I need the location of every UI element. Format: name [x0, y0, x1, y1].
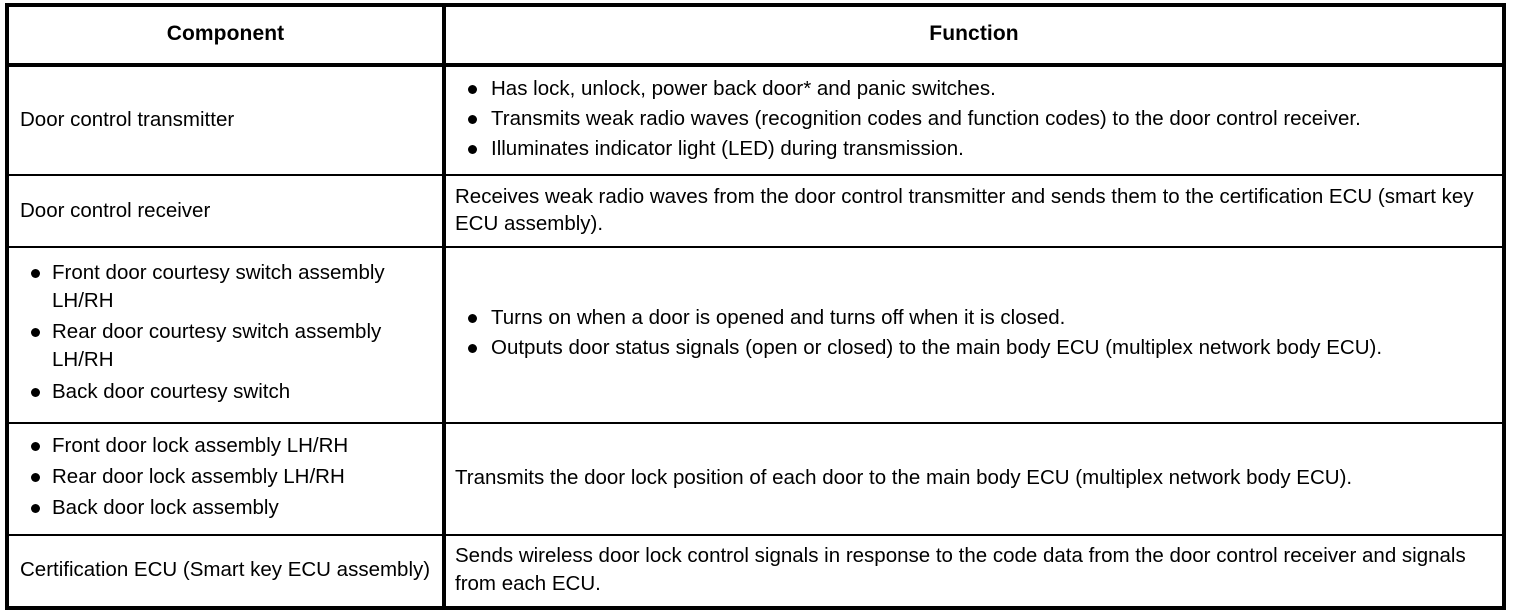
list-item: Back door lock assembly — [20, 494, 436, 522]
list-item-text: Front door lock assembly LH/RH — [52, 433, 349, 457]
table-row: Front door courtesy switch assembly LH/R… — [7, 246, 1504, 423]
cell-function: Sends wireless door lock control signals… — [444, 533, 1504, 608]
table-row: Certification ECU (Smart key ECU assembl… — [7, 533, 1504, 608]
function-bullet-list: Has lock, unlock, power back door* and p… — [455, 75, 1488, 163]
list-item-text: Rear door lock assembly LH/RH — [52, 464, 345, 488]
component-function-table: Component Function Door control transmit… — [5, 3, 1506, 610]
list-item: Transmits weak radio waves (recognition … — [455, 105, 1488, 133]
table-row: Door control receiver Receives weak radi… — [7, 173, 1504, 248]
list-item: Rear door courtesy switch assembly LH/RH — [20, 318, 436, 374]
list-item: Rear door lock assembly LH/RH — [20, 463, 436, 491]
list-item: Illuminates indicator light (LED) during… — [455, 135, 1488, 163]
cell-function: Receives weak radio waves from the door … — [444, 173, 1504, 248]
function-text: Sends wireless door lock control signals… — [455, 544, 1466, 596]
function-text: Transmits the door lock position of each… — [455, 466, 1353, 490]
table-row: Door control transmitter Has lock, unloc… — [7, 65, 1504, 175]
cell-component: Door control receiver — [7, 173, 446, 248]
list-item-text: Outputs door status signals (open or clo… — [491, 336, 1383, 360]
table-body: Door control transmitter Has lock, unloc… — [7, 65, 1504, 608]
list-item-text: Front door courtesy switch assembly LH/R… — [52, 260, 385, 312]
component-bullet-list: Front door courtesy switch assembly LH/R… — [20, 259, 436, 406]
component-bullet-list: Front door lock assembly LH/RH Rear door… — [20, 432, 436, 522]
list-item: Front door courtesy switch assembly LH/R… — [20, 259, 436, 315]
header-component: Component — [7, 5, 446, 67]
cell-component: Door control transmitter — [7, 65, 446, 175]
list-item: Outputs door status signals (open or clo… — [455, 334, 1488, 362]
header-row: Component Function — [7, 5, 1504, 67]
list-item-text: Back door lock assembly — [52, 495, 279, 519]
component-label: Certification ECU (Smart key ECU assembl… — [20, 558, 431, 582]
function-text: Receives weak radio waves from the door … — [455, 184, 1474, 236]
cell-component: Certification ECU (Smart key ECU assembl… — [7, 533, 446, 608]
list-item: Front door lock assembly LH/RH — [20, 432, 436, 460]
component-label: Door control transmitter — [20, 108, 235, 131]
function-bullet-list: Turns on when a door is opened and turns… — [455, 304, 1488, 362]
list-item-text: Rear door courtesy switch assembly LH/RH — [52, 320, 382, 372]
cell-function: Transmits the door lock position of each… — [444, 421, 1504, 535]
list-item-text: Has lock, unlock, power back door* and p… — [491, 77, 996, 101]
cell-component: Front door courtesy switch assembly LH/R… — [7, 246, 446, 423]
list-item-text: Transmits weak radio waves (recognition … — [491, 107, 1361, 130]
list-item: Back door courtesy switch — [20, 378, 436, 406]
cell-function: Has lock, unlock, power back door* and p… — [444, 65, 1504, 175]
list-item-text: Back door courtesy switch — [52, 380, 291, 404]
table-row: Front door lock assembly LH/RH Rear door… — [7, 421, 1504, 535]
list-item-text: Turns on when a door is opened and turns… — [491, 306, 1066, 330]
component-label: Door control receiver — [20, 198, 211, 222]
cell-function: Turns on when a door is opened and turns… — [444, 246, 1504, 423]
list-item: Has lock, unlock, power back door* and p… — [455, 75, 1488, 103]
list-item: Turns on when a door is opened and turns… — [455, 304, 1488, 332]
list-item-text: Illuminates indicator light (LED) during… — [491, 136, 964, 160]
cell-component: Front door lock assembly LH/RH Rear door… — [7, 421, 446, 535]
table-header: Component Function — [7, 5, 1504, 67]
header-function: Function — [444, 5, 1504, 67]
